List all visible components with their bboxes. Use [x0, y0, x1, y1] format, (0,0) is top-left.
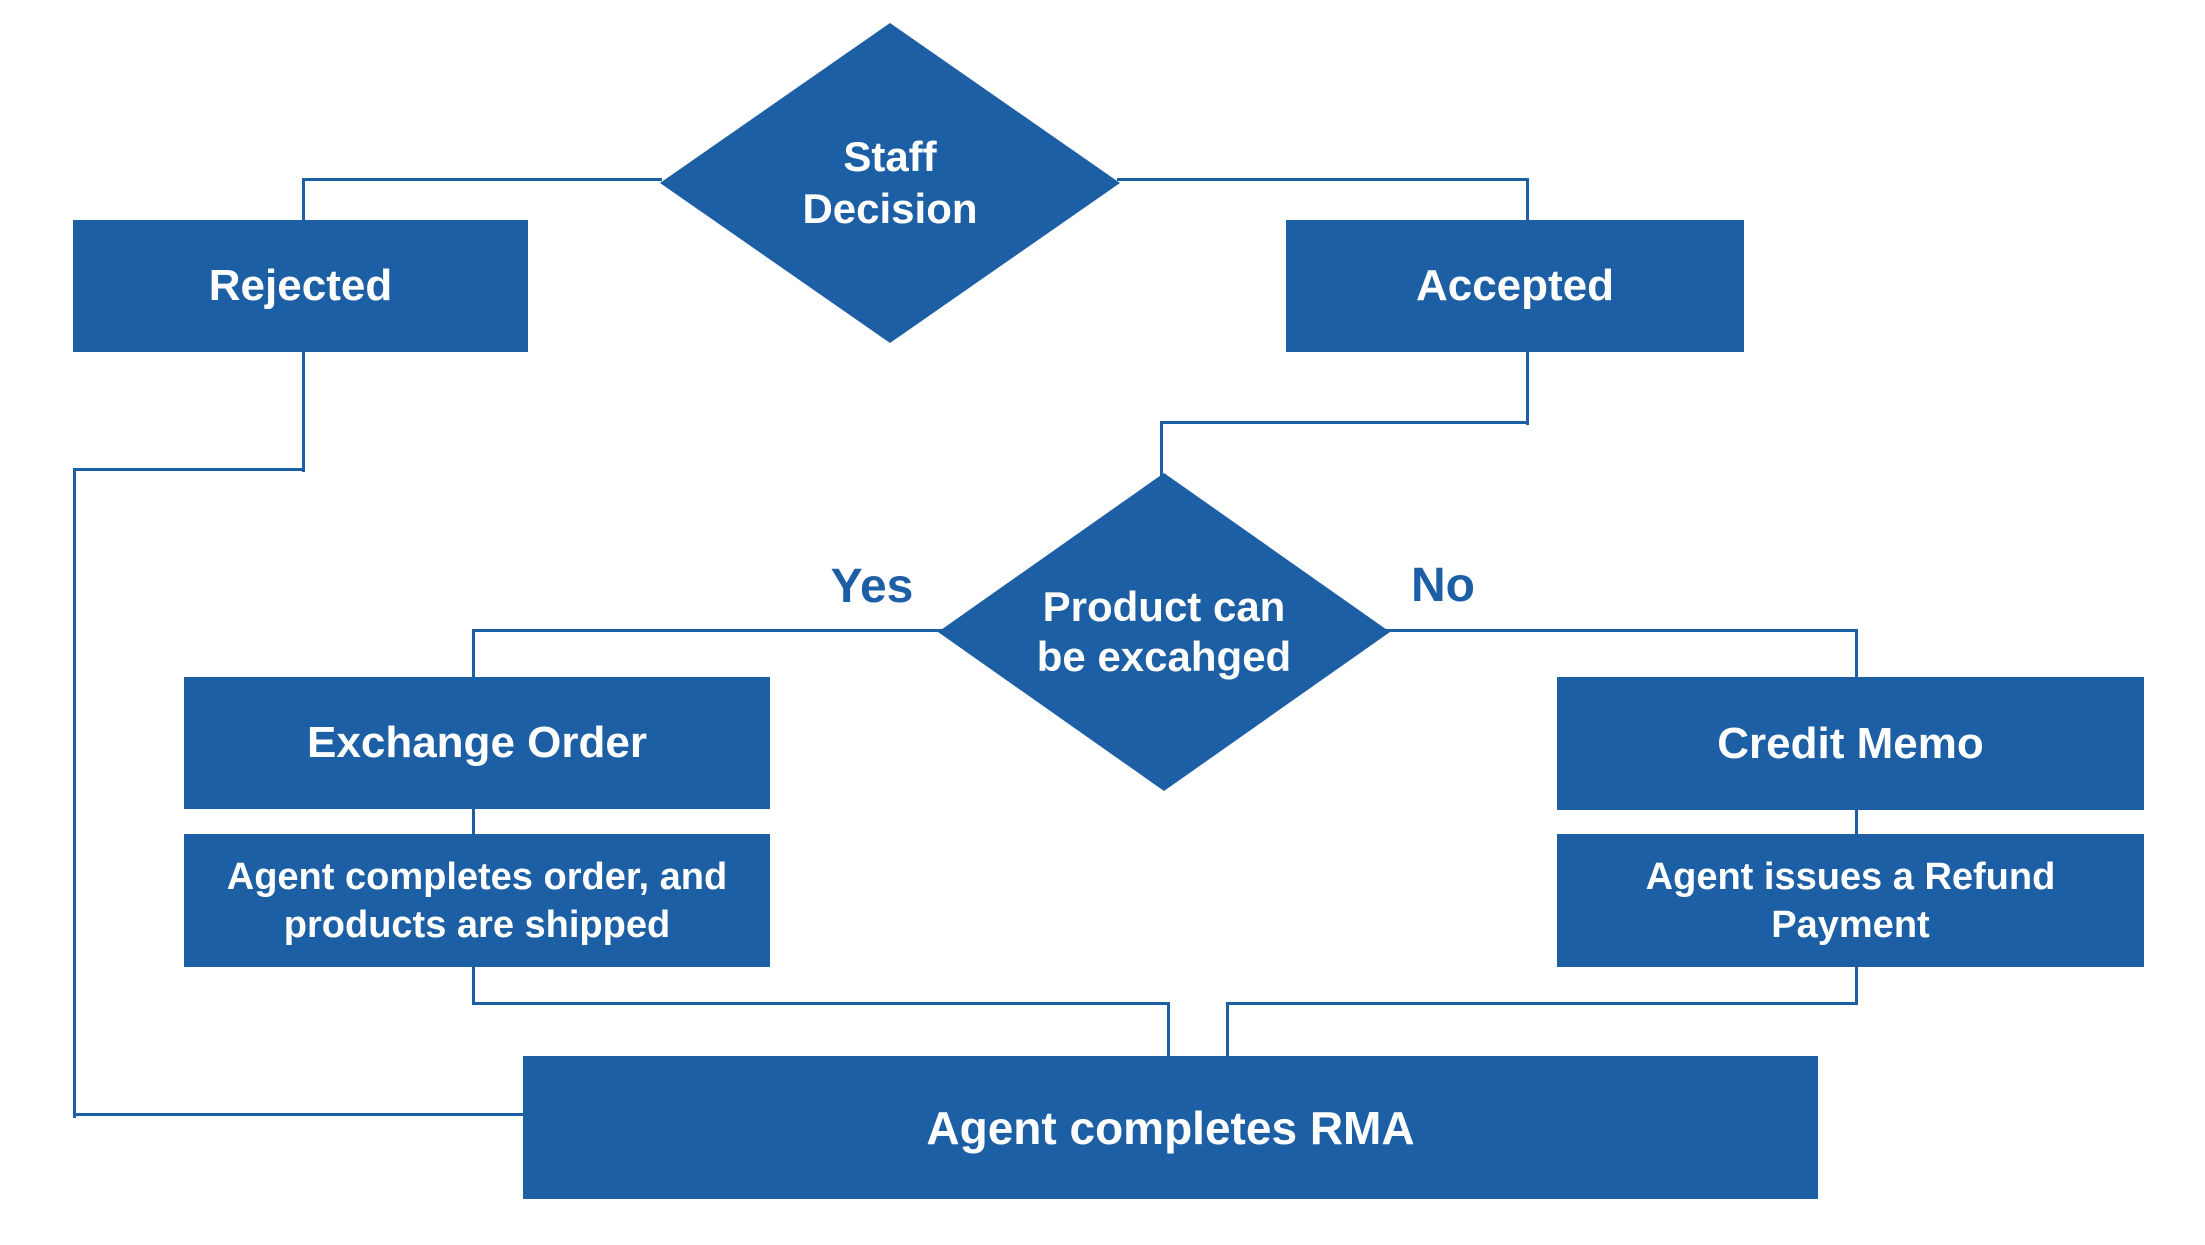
branch-label-yes-text: Yes	[830, 559, 914, 613]
decision-product-can-be-exchanged-label: Product can be excahged	[1036, 583, 1292, 680]
edge-exchangenote-to-rma-v1	[472, 965, 475, 1005]
process-agent-completes-rma-label: Agent completes RMA	[926, 1101, 1415, 1154]
edge-yes-branch-h	[474, 629, 942, 632]
branch-label-yes: Yes	[802, 558, 942, 614]
process-credit-memo: Credit Memo	[1557, 677, 2144, 810]
edge-staffdecision-to-accepted-h	[1117, 178, 1529, 181]
process-exchange-order-label: Exchange Order	[307, 718, 647, 767]
decision-product-can-be-exchanged: Product can be excahged	[938, 473, 1390, 791]
process-accepted: Accepted	[1286, 220, 1744, 352]
process-credit-memo-note-label: Agent issues a Refund Payment	[1645, 855, 2056, 946]
edge-no-branch-v	[1855, 629, 1858, 681]
edge-rejected-to-rma-v1	[302, 350, 305, 472]
edge-creditnote-to-rma-h	[1228, 1002, 1858, 1005]
process-exchange-order-note: Agent completes order, and products are …	[184, 834, 770, 967]
edge-creditnote-to-rma-v1	[1855, 965, 1858, 1005]
edge-exchange-to-note-v	[472, 807, 475, 837]
process-rejected-label: Rejected	[208, 261, 393, 310]
process-agent-completes-rma: Agent completes RMA	[523, 1056, 1818, 1199]
branch-label-no-text: No	[1411, 558, 1475, 612]
edge-accepted-to-exchange-decision-h	[1160, 421, 1529, 424]
process-credit-memo-label: Credit Memo	[1717, 718, 1984, 768]
edge-exchangenote-to-rma-v2	[1167, 1002, 1170, 1059]
process-exchange-order: Exchange Order	[184, 677, 770, 809]
edge-rejected-to-rma-v2	[73, 468, 76, 1118]
process-credit-memo-note: Agent issues a Refund Payment	[1557, 834, 2144, 967]
edge-exchangenote-to-rma-h	[472, 1002, 1170, 1005]
edge-staffdecision-to-accepted-v	[1526, 178, 1529, 222]
edge-yes-branch-v	[472, 629, 475, 679]
edge-staffdecision-to-rejected-h	[303, 178, 662, 181]
edge-accepted-to-exchange-decision-v2	[1160, 421, 1163, 477]
process-accepted-label: Accepted	[1415, 261, 1615, 310]
decision-staff-decision: Staff Decision	[660, 23, 1120, 343]
process-rejected: Rejected	[73, 220, 528, 352]
process-exchange-order-note-label: Agent completes order, and products are …	[226, 855, 728, 946]
branch-label-no: No	[1373, 557, 1513, 613]
edge-rejected-to-rma-h2	[73, 1113, 528, 1116]
edge-rejected-to-rma-h1	[73, 468, 305, 471]
edge-credit-to-note-v	[1855, 808, 1858, 837]
edge-accepted-to-exchange-decision-v1	[1526, 350, 1529, 425]
edge-staffdecision-to-rejected-v	[302, 178, 305, 222]
decision-staff-decision-label: Staff Decision	[802, 133, 978, 232]
edge-creditnote-to-rma-v2	[1226, 1002, 1229, 1059]
edge-no-branch-h	[1385, 629, 1858, 632]
